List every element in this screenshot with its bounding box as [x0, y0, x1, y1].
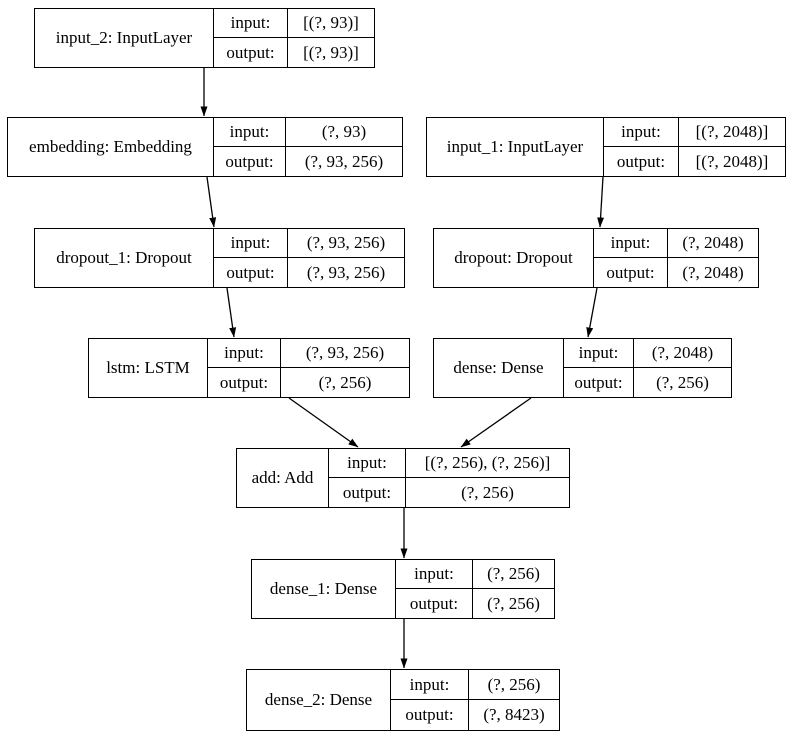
- node-label: dropout: Dropout: [434, 229, 594, 287]
- edge-dense-to-add-arrow: [460, 397, 532, 448]
- input-row-label: input:: [214, 229, 288, 258]
- input-row-label: input:: [396, 560, 473, 589]
- input-shape-value: [(?, 256), (?, 256)]: [406, 449, 569, 478]
- output-row-label: output:: [391, 700, 469, 730]
- node-label: dense_2: Dense: [247, 670, 391, 730]
- input-shape-value: (?, 256): [473, 560, 554, 589]
- output-shape-value: (?, 256): [461, 482, 514, 502]
- input-row-label: input:: [564, 339, 634, 368]
- node-label: input_2: InputLayer: [35, 9, 214, 67]
- node-label: dense_1: Dense: [252, 560, 396, 618]
- input-row-label: input:: [391, 670, 469, 700]
- input-row-label: input:: [329, 449, 406, 478]
- output-shape-value: (?, 256): [487, 593, 540, 613]
- edge-dropout-to-dense-arrow: [586, 287, 598, 338]
- output-shape-value: (?, 2048): [682, 262, 744, 282]
- output-shape-value: (?, 93, 256): [306, 262, 386, 282]
- input-row-label: input:: [594, 229, 668, 258]
- output-shape-value: [(?, 93)]: [303, 42, 359, 62]
- output-row-label: output:: [329, 478, 406, 507]
- output-row-label: output:: [214, 38, 288, 67]
- edge-lstm-to-add-arrow: [288, 397, 359, 448]
- input-row-label: input:: [214, 9, 288, 38]
- output-shape-value: (?, 256): [656, 372, 709, 392]
- input-shape-value: (?, 256): [469, 670, 559, 700]
- edge-embedding-to-dropout_1-arrow: [206, 176, 217, 228]
- node-label: add: Add: [237, 449, 329, 507]
- input-shape-value: [(?, 2048)]: [679, 118, 785, 147]
- node-label: input_1: InputLayer: [427, 118, 604, 176]
- output-row-label: output:: [208, 368, 281, 397]
- input-shape-value: (?, 93): [286, 118, 402, 147]
- node-label: dense: Dense: [434, 339, 564, 397]
- output-row-label: output:: [604, 147, 679, 176]
- input-row-label: input:: [208, 339, 281, 368]
- output-row-label: output:: [396, 589, 473, 618]
- input-row-label: input:: [214, 118, 286, 147]
- node-label: lstm: LSTM: [89, 339, 208, 397]
- output-shape-value: (?, 256): [318, 372, 372, 392]
- output-shape-value: (?, 8423): [483, 705, 545, 724]
- input-shape-value: (?, 2048): [668, 229, 758, 258]
- output-row-label: output:: [564, 368, 634, 397]
- input-shape-value: (?, 2048): [634, 339, 731, 368]
- output-row-label: output:: [214, 147, 286, 176]
- output-shape-value: (?, 93, 256): [304, 151, 384, 171]
- input-shape-value: (?, 93, 256): [288, 229, 404, 258]
- output-row-label: output:: [214, 258, 288, 287]
- output-shape-value: [(?, 2048)]: [695, 151, 769, 171]
- node-label: embedding: Embedding: [8, 118, 214, 176]
- edge-dropout_1-to-lstm-arrow: [226, 287, 237, 338]
- input-row-label: input:: [604, 118, 679, 147]
- input-shape-value: [(?, 93)]: [288, 9, 374, 38]
- edge-input_1-to-dropout-arrow: [597, 176, 605, 228]
- input-shape-value: (?, 93, 256): [281, 339, 409, 368]
- node-label: dropout_1: Dropout: [35, 229, 214, 287]
- output-row-label: output:: [594, 258, 668, 287]
